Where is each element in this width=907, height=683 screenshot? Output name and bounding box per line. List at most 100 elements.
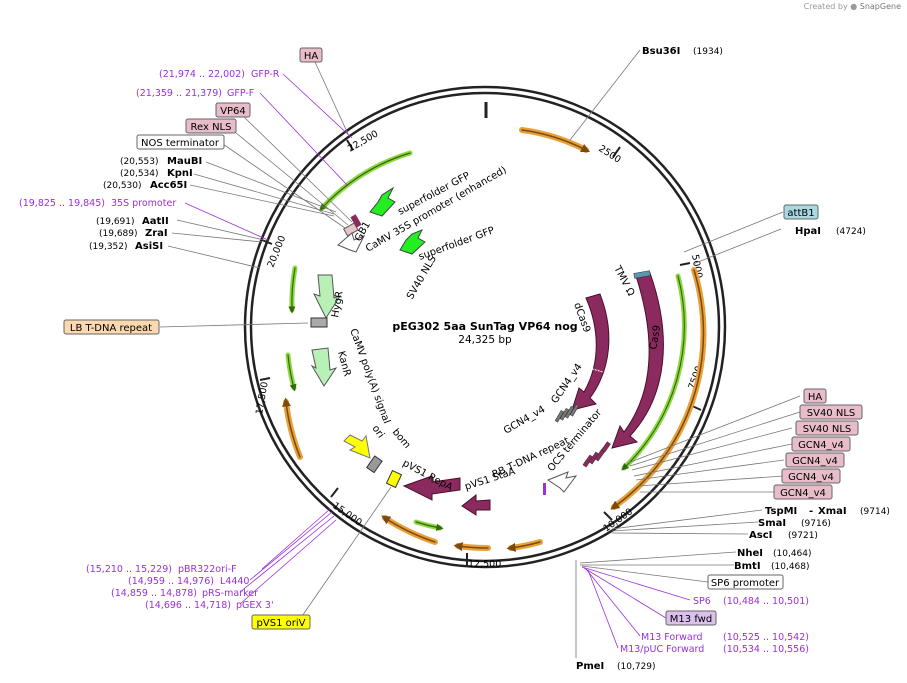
primer-position: (15,210 .. 15,229) xyxy=(86,564,172,575)
primer-name: 35S promoter xyxy=(111,198,176,209)
enzyme-position: (10,464) xyxy=(773,549,812,559)
enzyme-position: (20,530) xyxy=(103,181,142,191)
kanr-feature[interactable] xyxy=(310,347,338,387)
enzyme-name: ZraI xyxy=(145,228,168,239)
snapgene-credit: Created by ● SnapGene xyxy=(804,2,901,11)
enzyme-name: BmtI xyxy=(734,561,761,572)
enzyme-position: (9721) xyxy=(788,531,818,541)
enzyme-position: (19,352) xyxy=(89,242,128,252)
dcas9-feature[interactable] xyxy=(571,293,610,411)
gfp-feature-2[interactable] xyxy=(399,229,426,255)
enzyme-position: (20,534) xyxy=(120,169,159,179)
enzyme-name: AscI xyxy=(749,530,772,541)
orf-arcs xyxy=(282,127,707,552)
leader-lines-left xyxy=(159,61,392,623)
enzyme-name: NheI xyxy=(737,548,763,559)
primer-name: GFP-R xyxy=(251,69,280,80)
feature-label: HygR xyxy=(330,290,345,318)
plasmid-name: pEG302 5aa SunTag VP64 nog xyxy=(392,320,577,333)
pvs1-staa[interactable] xyxy=(461,493,491,516)
feature-box-label: VP64 xyxy=(220,106,246,117)
enzyme-name: MauBI xyxy=(167,156,202,167)
primer-position: (10,525 .. 10,542) xyxy=(723,632,809,643)
bom-feature[interactable] xyxy=(366,455,383,474)
enzyme-name: TspMI xyxy=(765,506,797,517)
feature-box-label: LB T-DNA repeat xyxy=(70,323,152,334)
primer-name: M13/pUC Forward xyxy=(620,644,704,655)
plasmid-size: 24,325 bp xyxy=(458,334,512,346)
feature-box-label: Rex NLS xyxy=(191,122,232,133)
enzyme-position: (4724) xyxy=(836,227,866,237)
leader-lines-right-primer xyxy=(581,566,691,649)
backbone xyxy=(243,85,727,569)
primer-name: M13 Forward xyxy=(641,632,703,643)
enzyme-name: AsiSI xyxy=(135,241,163,252)
enzyme-position: (19,689) xyxy=(99,229,138,239)
enzymes-left: (20,553) MauBI (20,534) KpnI (20,530) Ac… xyxy=(89,156,202,252)
ori-feature[interactable] xyxy=(343,434,371,459)
primer-name: GFP-F xyxy=(227,88,254,99)
credit-brand: SnapGene xyxy=(859,2,901,11)
tick-label: 12,500 xyxy=(468,559,501,570)
feature-box-label: SV40 NLS xyxy=(807,408,856,419)
gfp-feature-1[interactable] xyxy=(369,186,396,217)
enzyme-name: KpnI xyxy=(167,168,193,179)
enzyme-position: (10,729) xyxy=(617,662,656,672)
primer-position: (14,859 .. 14,878) xyxy=(111,588,197,599)
credit-prefix: Created by xyxy=(803,2,848,11)
feature-label: bom xyxy=(390,427,413,451)
primer-name: pGEX 3' xyxy=(236,600,274,611)
boxed-labels-right: attB1 HA SV40 NLS SV40 NLS GCN4_v4 GCN4_… xyxy=(665,204,863,626)
primer-position: (14,959 .. 14,976) xyxy=(128,576,214,587)
primer-position: (21,359 .. 21,379) xyxy=(136,88,222,99)
feature-box-label: GCN4_v4 xyxy=(788,472,834,483)
enzyme-position: (9714) xyxy=(860,507,890,517)
feature-box-label: GCN4_v4 xyxy=(780,488,826,499)
primer-position: (10,534 .. 10,556) xyxy=(723,644,809,655)
lb-repeat-mark xyxy=(310,317,328,328)
feature-box-label: SP6 promoter xyxy=(711,578,780,589)
enzyme-separator: - xyxy=(809,506,813,517)
pvs1-repa[interactable] xyxy=(402,475,461,501)
feature-box-label: M13 fwd xyxy=(670,614,712,625)
hygr-feature[interactable] xyxy=(313,274,342,320)
cas9-feature[interactable] xyxy=(611,270,664,449)
feature-box-label: GCN4_v4 xyxy=(792,456,838,467)
primer-position: (14,696 .. 14,718) xyxy=(145,600,231,611)
primer-position: (10,484 .. 10,501) xyxy=(723,596,809,607)
primer-name: L4440 xyxy=(220,576,249,587)
feature-label: ori xyxy=(370,423,386,440)
feature-label: KanR xyxy=(335,350,352,378)
feature-box-label: HA xyxy=(304,51,319,62)
primer-name: pRS-marker xyxy=(202,588,258,599)
feature-label: TMV Ω xyxy=(611,263,637,298)
feature-box-label: GCN4_v4 xyxy=(798,440,844,451)
enzyme-position: (20,553) xyxy=(120,157,159,167)
pvs1-oriv-feature[interactable] xyxy=(385,469,403,489)
primer-position: (19,825 .. 19,845) xyxy=(19,198,105,209)
enzyme-position: (9716) xyxy=(801,519,831,529)
feature-box-label: SV40 NLS xyxy=(803,424,852,435)
feature-box-label: HA xyxy=(808,392,823,403)
primer-position: (21,974 .. 22,002) xyxy=(159,69,245,80)
tick-label: 22,500 xyxy=(346,128,380,154)
feature-box-label: pVS1 oriV xyxy=(257,618,306,629)
primer-name: pBR322ori-F xyxy=(178,564,237,575)
enzyme-position: (10,468) xyxy=(771,562,810,572)
enzyme-position: (1934) xyxy=(693,47,723,57)
center-title: pEG302 5aa SunTag VP64 nog 24,325 bp xyxy=(392,320,577,346)
tick-label: 2500 xyxy=(596,143,622,165)
boxed-labels-left: HA VP64 Rex NLS NOS terminator LB T-DNA … xyxy=(63,47,323,630)
snapgene-logo-icon: ● xyxy=(850,2,858,11)
enzyme-name: PmeI xyxy=(576,661,604,672)
feature-label: Cas9 xyxy=(648,324,663,350)
orf-arcs-green xyxy=(285,150,687,531)
enzyme-name: SmaI xyxy=(758,518,786,529)
feature-box-label: attB1 xyxy=(787,208,814,219)
feature-box-label: NOS terminator xyxy=(141,138,220,149)
leader-lines-right xyxy=(569,49,801,658)
enzyme-name: HpaI xyxy=(795,226,821,237)
promoter-marks xyxy=(337,214,578,495)
enzymes-right: Bsu36I (1934) HpaI (4724) TspMI - XmaI (… xyxy=(576,46,890,672)
tick-marks xyxy=(259,139,702,565)
